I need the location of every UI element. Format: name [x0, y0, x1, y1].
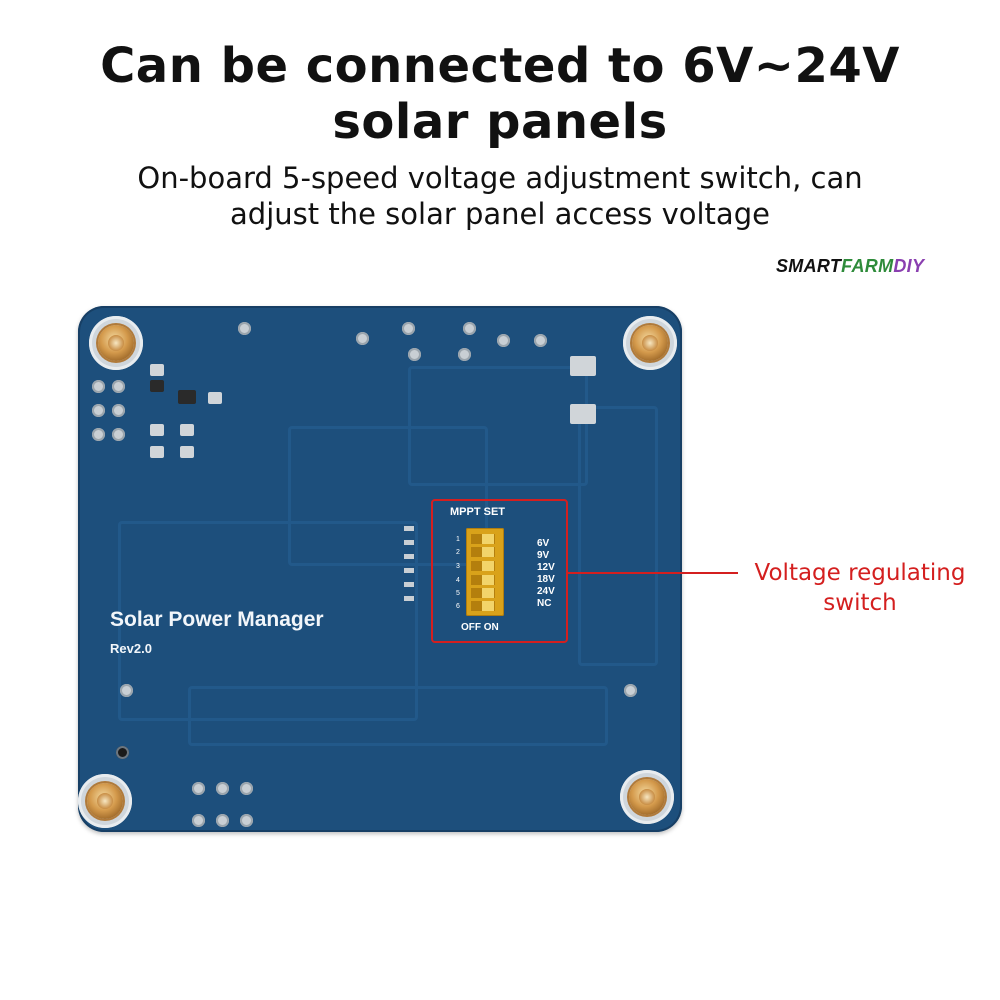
dip-position-3: 3	[456, 563, 460, 570]
pcb-trace	[408, 366, 588, 486]
dip-pin	[404, 540, 414, 545]
dip-position-1: 1	[456, 536, 460, 543]
pcb-trace	[288, 426, 488, 566]
dip-switch-toggle	[482, 601, 494, 611]
dip-switch-toggle	[482, 561, 494, 571]
smd-component	[150, 364, 164, 376]
mppt-set-label: MPPT SET	[450, 506, 506, 518]
dip-switch-highlight	[431, 499, 568, 643]
board-revision: Rev2.0	[110, 641, 152, 656]
dip-switch-toggle	[482, 588, 494, 598]
dip-pin	[404, 582, 414, 587]
solder-pad	[192, 814, 205, 827]
callout-line-1: Voltage regulating	[754, 560, 966, 586]
solder-pad	[112, 404, 125, 417]
pcb-board	[78, 306, 682, 832]
mounting-hole-bottom-left	[78, 774, 132, 828]
smd-component	[150, 424, 164, 436]
smd-component	[570, 356, 596, 376]
voltage-label-18v: 18V	[537, 574, 555, 585]
off-on-label: OFF ON	[461, 622, 499, 633]
dip-switch-toggle	[482, 534, 494, 544]
smd-component	[150, 380, 164, 392]
mounting-hole-top-right	[623, 316, 677, 370]
headline: Can be connected to 6V~24V solar panels	[0, 38, 1000, 150]
callout-label: Voltage regulating switch	[735, 558, 985, 618]
callout-line	[568, 572, 738, 574]
brand-part-diy: DIY	[893, 256, 925, 276]
solder-pad	[216, 782, 229, 795]
solder-pad	[92, 380, 105, 393]
voltage-label-24v: 24V	[537, 586, 555, 597]
dip-pin	[404, 554, 414, 559]
smd-component	[570, 404, 596, 424]
led-indicator	[116, 746, 129, 759]
headline-line-1: Can be connected to 6V~24V	[100, 38, 900, 94]
solder-pad	[408, 348, 421, 361]
solder-pad	[458, 348, 471, 361]
pcb-trace	[578, 406, 658, 666]
brand-logo: SMARTFARMDIY	[776, 256, 924, 277]
dip-position-6: 6	[456, 603, 460, 610]
voltage-label-12v: 12V	[537, 562, 555, 573]
dip-position-4: 4	[456, 577, 460, 584]
solder-pad	[240, 814, 253, 827]
subheadline: On-board 5-speed voltage adjustment swit…	[0, 160, 1000, 232]
smd-component	[180, 446, 194, 458]
dip-switch	[466, 528, 504, 616]
solder-pad	[402, 322, 415, 335]
mounting-hole-bottom-right	[620, 770, 674, 824]
smd-component	[208, 392, 222, 404]
solder-pad	[534, 334, 547, 347]
subheadline-line-2: adjust the solar panel access voltage	[230, 197, 770, 231]
solder-pad	[463, 322, 476, 335]
pcb-trace	[188, 686, 608, 746]
solder-pad	[112, 380, 125, 393]
callout-line-2: switch	[823, 590, 897, 616]
solder-pad	[240, 782, 253, 795]
brand-part-farm: FARM	[841, 256, 894, 276]
subheadline-line-1: On-board 5-speed voltage adjustment swit…	[137, 161, 863, 195]
smd-component	[180, 424, 194, 436]
solder-pad	[120, 684, 133, 697]
solder-pad	[92, 428, 105, 441]
solder-pad	[624, 684, 637, 697]
dip-position-2: 2	[456, 549, 460, 556]
board-title: Solar Power Manager	[110, 608, 324, 631]
smd-chip	[178, 390, 196, 404]
solder-pad	[497, 334, 510, 347]
solder-pad	[92, 404, 105, 417]
brand-part-smart: SMART	[776, 256, 842, 276]
pcb-trace	[118, 521, 418, 721]
dip-switch-toggle	[482, 575, 494, 585]
dip-pin	[404, 568, 414, 573]
dip-pin	[404, 526, 414, 531]
voltage-label-9v: 9V	[537, 550, 550, 561]
voltage-label-nc: NC	[537, 598, 552, 609]
dip-switch-toggle	[482, 547, 494, 557]
solder-pad	[112, 428, 125, 441]
dip-pin	[404, 596, 414, 601]
voltage-label-6v: 6V	[537, 538, 550, 549]
solder-pad	[192, 782, 205, 795]
solder-pad	[216, 814, 229, 827]
mounting-hole-top-left	[89, 316, 143, 370]
solder-pad	[238, 322, 251, 335]
solder-pad	[356, 332, 369, 345]
smd-component	[150, 446, 164, 458]
dip-position-5: 5	[456, 590, 460, 597]
headline-line-2: solar panels	[332, 94, 668, 150]
